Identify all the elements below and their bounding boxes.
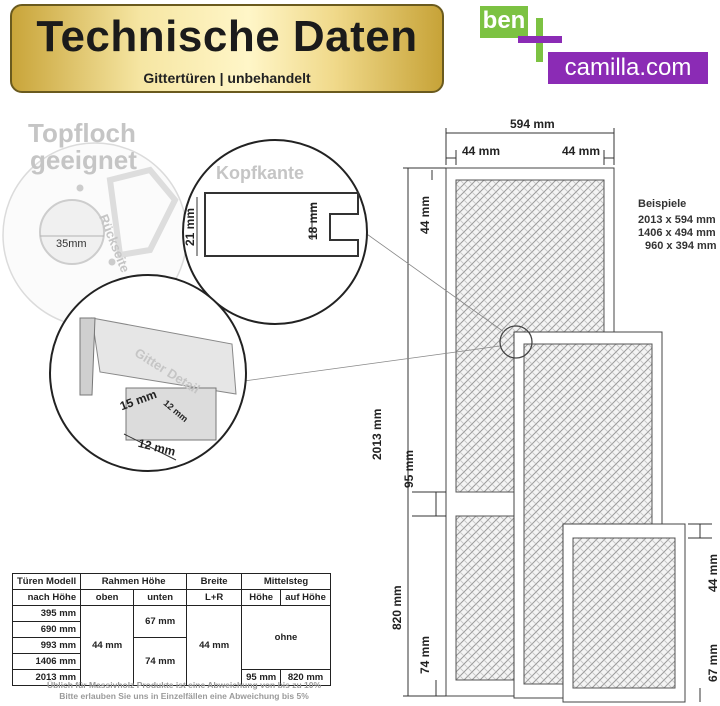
note-line-1: Üblich für Massivholz Produkte ist eine … xyxy=(46,680,322,690)
table-cell-steg-auf: 820 mm xyxy=(280,669,331,686)
table-cell-unten-b: 74 mm xyxy=(133,637,188,686)
topfloch-label-2: geeignet xyxy=(30,145,137,175)
table-cell-oben: 44 mm xyxy=(80,605,135,686)
plus-icon xyxy=(518,18,562,62)
kopfkante-detail xyxy=(182,139,368,325)
logo-camilla: camilla.com xyxy=(548,52,708,84)
dim-height-total: 2013 mm xyxy=(370,408,384,460)
th-unten: unten xyxy=(133,589,188,606)
kopf-dim-groove: 18 mm xyxy=(306,201,320,240)
th-breite: Breite xyxy=(186,573,243,590)
note-line-2: Bitte erlauben Sie uns in Einzelfällen e… xyxy=(59,691,309,701)
table-cell-model: 2013 mm xyxy=(11,669,82,686)
page-subtitle: Gittertüren | unbehandelt xyxy=(143,70,311,86)
page-title: Technische Daten xyxy=(36,12,418,61)
door-small xyxy=(562,523,686,703)
table-cell-model: 395 mm xyxy=(11,605,82,622)
table-cell-model: 993 mm xyxy=(11,637,82,654)
dim-bottom-rail: 74 mm xyxy=(418,635,432,674)
dim-top-rail: 44 mm xyxy=(418,195,432,234)
dim-mid-rail: 95 mm xyxy=(402,449,416,488)
table-cell-breite: 44 mm xyxy=(186,605,243,686)
gitter-detail xyxy=(49,274,247,472)
table-cell-ohne: ohne xyxy=(241,605,331,670)
example-item: 1406 x 494 mm xyxy=(638,227,716,239)
examples-title: Beispiele xyxy=(638,198,687,210)
title-plate: Technische Daten Gittertüren | unbehande… xyxy=(10,4,444,93)
logo-ben: ben xyxy=(480,6,528,38)
th-aufhoehe: auf Höhe xyxy=(280,589,331,606)
example-item: 960 x 394 mm xyxy=(645,240,717,252)
dim-small-top-rail: 44 mm xyxy=(706,553,720,592)
kopfkante-label: Kopfkante xyxy=(216,163,305,183)
topfloch-label: Topfloch xyxy=(28,118,136,148)
table-cell-model: 690 mm xyxy=(11,621,82,638)
dim-width-total: 594 mm xyxy=(510,117,555,131)
kopf-dim-height: 21 mm xyxy=(183,207,197,246)
dim-lower-height: 820 mm xyxy=(390,585,404,630)
dim-small-bottom-rail: 67 mm xyxy=(706,643,720,682)
th-oben: oben xyxy=(80,589,135,606)
table-cell-model: 1406 mm xyxy=(11,653,82,670)
example-item: 2013 x 594 mm xyxy=(638,214,716,226)
table-cell-steg-hoehe: 95 mm xyxy=(241,669,282,686)
th-model: Türen Modell xyxy=(11,573,82,590)
table-cell-unten-a: 67 mm xyxy=(133,605,188,638)
th-breite-sub: L+R xyxy=(186,589,243,606)
th-model-sub: nach Höhe xyxy=(11,589,82,606)
dim-frame-left: 44 mm xyxy=(462,144,501,158)
spec-table: Türen Modell Rahmen Höhe Breite Mittelst… xyxy=(11,573,331,686)
th-mittelsteg: Mittelsteg xyxy=(241,573,331,590)
th-rahmen: Rahmen Höhe xyxy=(80,573,188,590)
hole-diameter-label: 35mm xyxy=(56,238,87,250)
dim-frame-right: 44 mm xyxy=(562,144,601,158)
th-hoehe: Höhe xyxy=(241,589,282,606)
